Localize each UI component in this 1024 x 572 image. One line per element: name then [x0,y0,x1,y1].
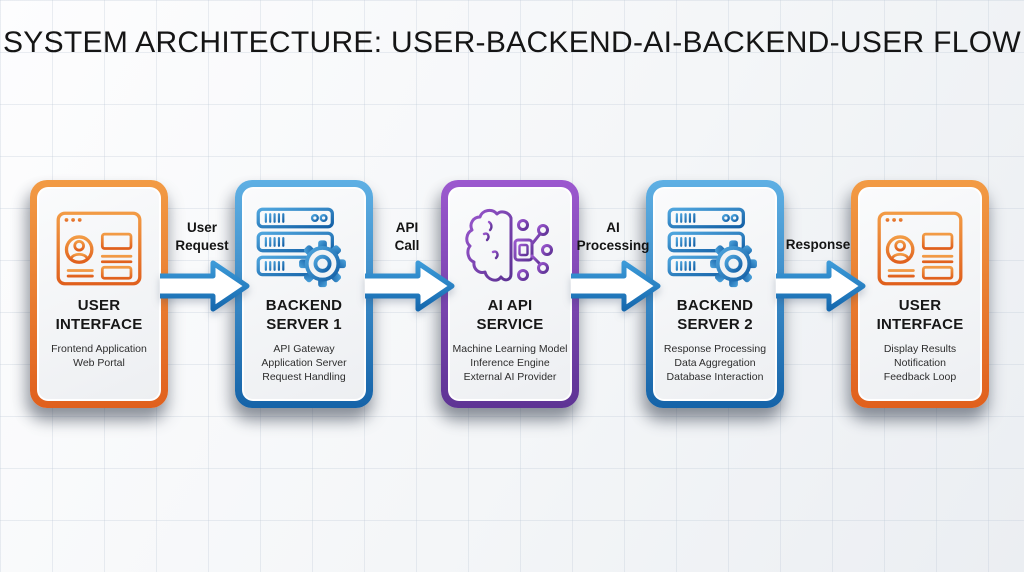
node-card-backend-server-1: BACKEND SERVER 1 API Gateway Application… [235,180,373,408]
node-title: USER INTERFACE [876,297,964,333]
flow-arrow-response [776,260,866,312]
node-subtitle: Machine Learning Model Inference Engine … [452,342,568,383]
node-title: BACKEND SERVER 1 [265,297,343,333]
node-card-body: BACKEND SERVER 2 Response Processing Dat… [653,187,777,401]
node-card-ai-api-service: AI API SERVICE Machine Learning Model In… [441,180,579,408]
arrow-label-ai-processing: AI Processing [576,220,650,253]
page-title: SYSTEM ARCHITECTURE: USER-BACKEND-AI-BAC… [3,26,1021,59]
node-card-body: AI API SERVICE Machine Learning Model In… [448,187,572,401]
arrow-label-response: Response [785,237,851,252]
brain-circuit-icon [464,201,556,295]
node-card-body: USER INTERFACE Display Results Notificat… [858,187,982,401]
server-gear-icon [667,201,763,295]
browser-user-icon [877,201,963,295]
arrow-label-api-call: API Call [394,220,420,253]
node-title: USER INTERFACE [55,297,143,333]
node-card-user-interface-end: USER INTERFACE Display Results Notificat… [851,180,989,408]
browser-user-icon [56,201,142,295]
node-card-user-interface-start: USER INTERFACE Frontend Application Web … [30,180,168,408]
flow-arrow-ai-processing [571,260,661,312]
node-card-backend-server-2: BACKEND SERVER 2 Response Processing Dat… [646,180,784,408]
node-subtitle: Frontend Application Web Portal [51,342,147,369]
node-subtitle: API Gateway Application Server Request H… [261,342,347,383]
flow-arrow-user-request [160,260,250,312]
server-gear-icon [256,201,352,295]
node-title: AI API SERVICE [476,297,544,333]
node-title: BACKEND SERVER 2 [676,297,754,333]
flow-arrow-api-call [365,260,455,312]
node-subtitle: Display Results Notification Feedback Lo… [883,342,957,383]
node-subtitle: Response Processing Data Aggregation Dat… [663,342,767,383]
node-card-body: USER INTERFACE Frontend Application Web … [37,187,161,401]
arrow-label-user-request: User Request [175,220,229,253]
node-card-body: BACKEND SERVER 1 API Gateway Application… [242,187,366,401]
